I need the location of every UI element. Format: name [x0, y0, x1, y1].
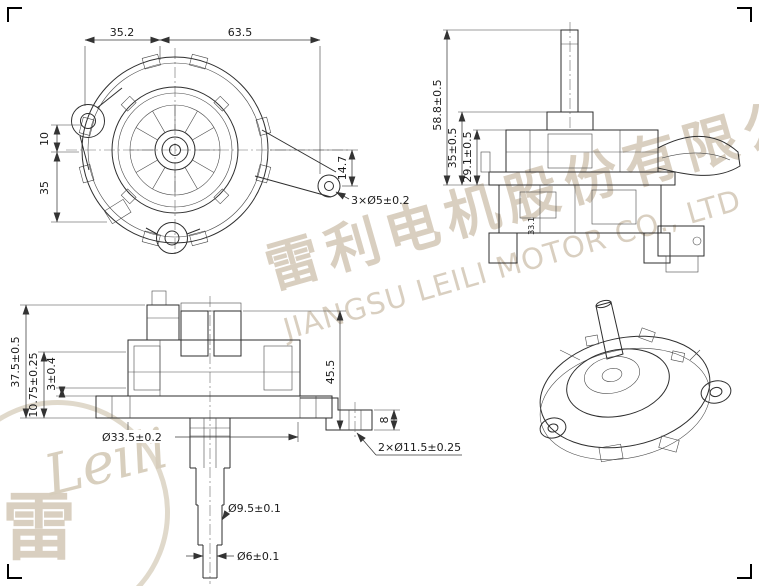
section-view-dimensions: 37.5±0.5 10.75±0.25 3±0.4 45.5 8 Ø33.5±0…: [9, 304, 462, 563]
side-view-dimensions: 58.8±0.5 35±0.5 29.1±0.5 33.1: [431, 29, 561, 235]
left-ear: [71, 87, 123, 171]
pole-tabs: [120, 95, 230, 205]
section-dim-arm-thickness: 8: [378, 417, 391, 424]
watermark-seal-circle: [0, 400, 170, 586]
front-dim-left-upper: 10: [38, 132, 51, 146]
section-dim-mid: 10.75±0.25: [27, 352, 40, 417]
rotor-slots: [130, 105, 220, 195]
section-dim-flange-dia: Ø33.5±0.2: [102, 431, 162, 444]
section-dim-tip-dia: Ø6±0.1: [237, 550, 279, 563]
section-dim-shaft-dia: Ø9.5±0.1: [228, 502, 281, 515]
output-shaft: [189, 418, 231, 579]
front-hole-callout: 3×Ø5±0.2: [351, 194, 410, 207]
front-dim-top-left: 35.2: [110, 26, 135, 39]
front-view-dimensions: 35.2 63.5 10 35 14.7 3×Ø5±0.2: [38, 26, 410, 223]
side-dim-total-height: 58.8±0.5: [431, 79, 444, 130]
side-dim-body-height: 29.1±0.5: [461, 131, 474, 182]
section-dim-mount-holes: 2×Ø11.5±0.25: [378, 441, 461, 454]
isometric-view: [539, 299, 732, 463]
side-dim-small: 33.1: [527, 217, 536, 235]
corner-marks: [7, 7, 752, 579]
bottom-bracket: [104, 198, 132, 225]
front-dim-top-right: 63.5: [228, 26, 253, 39]
bottom-ear: [145, 222, 201, 254]
front-view: [66, 48, 348, 255]
right-arm: [254, 129, 341, 198]
section-dim-gap: 3±0.4: [45, 357, 58, 391]
front-dim-left-lower: 35: [38, 181, 51, 195]
watermark-seal-character: 雷: [2, 485, 76, 571]
section-view: [95, 290, 373, 584]
side-dim-shaft-base-height: 35±0.5: [446, 128, 459, 169]
section-dim-overall: 37.5±0.5: [9, 336, 22, 387]
side-view: [480, 22, 741, 273]
housing-tabs: [78, 53, 272, 247]
section-dim-right-height: 45.5: [324, 360, 337, 385]
front-dim-hole-offset: 14.7: [336, 156, 349, 181]
